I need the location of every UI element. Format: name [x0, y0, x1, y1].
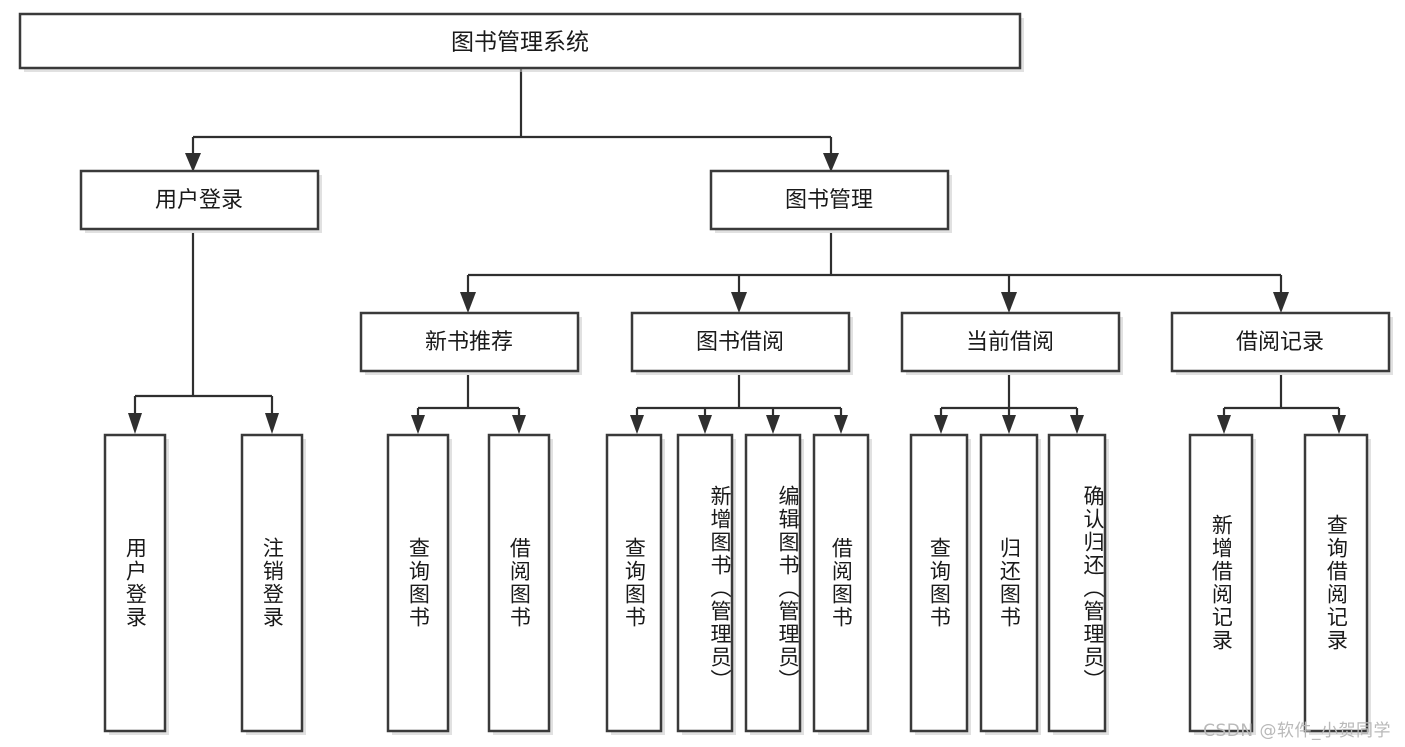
node-leaf-user-login[interactable]: [103, 433, 169, 735]
connector-group-book-management-to-level3: [460, 233, 1289, 313]
node-book-management[interactable]: 图书管理: [709, 169, 952, 233]
arrowhead-leaf-borrow-book-2: [834, 415, 848, 434]
arrowhead-leaf-query-book-1: [411, 415, 425, 434]
arrowhead-leaf-edit-book: [766, 415, 780, 434]
node-leaf-query-book-2-box: [605, 433, 663, 733]
connector-group-user-login-to-leaves: [128, 233, 279, 434]
connector-group-book-borrow-to-leaves: [630, 375, 848, 434]
arrowhead-book-management: [823, 153, 839, 172]
arrowhead-leaf-confirm-return: [1070, 415, 1084, 434]
connector-group-new-book-recommend-to-leaves: [411, 375, 526, 434]
node-leaf-edit-book-box: [744, 433, 802, 733]
arrowhead-leaf-add-record: [1217, 415, 1231, 434]
node-leaf-user-logout-box: [240, 433, 304, 733]
node-leaf-edit-book[interactable]: [744, 433, 804, 735]
node-leaf-user-logout[interactable]: [240, 433, 306, 735]
connector-group-root-to-level2: [185, 69, 839, 172]
node-leaf-query-record-box: [1303, 433, 1369, 733]
node-leaf-borrow-book-2[interactable]: [812, 433, 872, 735]
arrowhead-user-login: [185, 153, 201, 172]
arrowhead-borrow-record: [1273, 292, 1289, 313]
arrowhead-book-borrow: [731, 292, 747, 313]
arrowhead-leaf-return-book: [1002, 415, 1016, 434]
node-borrow-record[interactable]: 借阅记录: [1170, 311, 1393, 375]
node-leaf-return-book-box: [979, 433, 1039, 733]
node-root-box: [18, 12, 1022, 70]
node-leaf-query-book-3-box: [909, 433, 969, 733]
node-leaf-add-record-box: [1188, 433, 1254, 733]
node-book-borrow[interactable]: 图书借阅: [630, 311, 853, 375]
node-leaf-query-book-1[interactable]: [386, 433, 452, 735]
arrowhead-new-book-recommend: [460, 292, 476, 313]
arrowhead-leaf-query-record: [1332, 415, 1346, 434]
node-root[interactable]: 图书管理系统: [18, 12, 1024, 72]
arrowhead-leaf-query-book-2: [630, 415, 644, 434]
node-new-book-recommend-label: 新书推荐: [425, 330, 513, 355]
node-leaf-user-login-box: [103, 433, 167, 733]
node-leaf-add-book[interactable]: [676, 433, 736, 735]
node-leaf-return-book[interactable]: [979, 433, 1041, 735]
node-user-login[interactable]: 用户登录: [79, 169, 322, 233]
node-leaf-confirm-return-box: [1047, 433, 1107, 733]
arrowhead-current-borrow: [1001, 292, 1017, 313]
node-new-book-recommend-box: [359, 311, 580, 373]
node-user-login-box: [79, 169, 320, 231]
arrowhead-leaf-user-logout: [265, 413, 279, 434]
node-new-book-recommend[interactable]: 新书推荐: [359, 311, 582, 375]
node-leaf-query-book-2[interactable]: [605, 433, 665, 735]
node-borrow-record-label: 借阅记录: [1236, 330, 1324, 355]
arrowhead-leaf-add-book: [698, 415, 712, 434]
node-book-borrow-label: 图书借阅: [696, 330, 784, 355]
node-root-label: 图书管理系统: [451, 30, 589, 56]
node-borrow-record-box: [1170, 311, 1391, 373]
arrowhead-leaf-user-login: [128, 413, 142, 434]
node-leaf-query-record[interactable]: [1303, 433, 1371, 735]
arrowhead-leaf-borrow-book-1: [512, 415, 526, 434]
node-book-borrow-box: [630, 311, 851, 373]
node-leaf-query-book-1-box: [386, 433, 450, 733]
node-leaf-query-book-3[interactable]: [909, 433, 971, 735]
node-leaf-borrow-book-2-box: [812, 433, 870, 733]
node-current-borrow-box: [900, 311, 1121, 373]
node-user-login-label: 用户登录: [155, 188, 243, 213]
node-current-borrow[interactable]: 当前借阅: [900, 311, 1123, 375]
node-leaf-add-book-box: [676, 433, 734, 733]
node-leaf-add-record[interactable]: [1188, 433, 1256, 735]
node-current-borrow-label: 当前借阅: [966, 330, 1054, 355]
arrowhead-leaf-query-book-3: [934, 415, 948, 434]
node-book-management-label: 图书管理: [785, 188, 873, 213]
connector-group-borrow-record-to-leaves: [1217, 375, 1346, 434]
connector-group-current-borrow-to-leaves: [934, 375, 1084, 434]
node-leaf-borrow-book-1-box: [487, 433, 551, 733]
csdn-watermark: CSDN @软件_小贺同学: [1203, 721, 1391, 741]
node-book-management-box: [709, 169, 950, 231]
node-leaf-borrow-book-1[interactable]: [487, 433, 553, 735]
node-leaf-confirm-return[interactable]: [1047, 433, 1109, 735]
